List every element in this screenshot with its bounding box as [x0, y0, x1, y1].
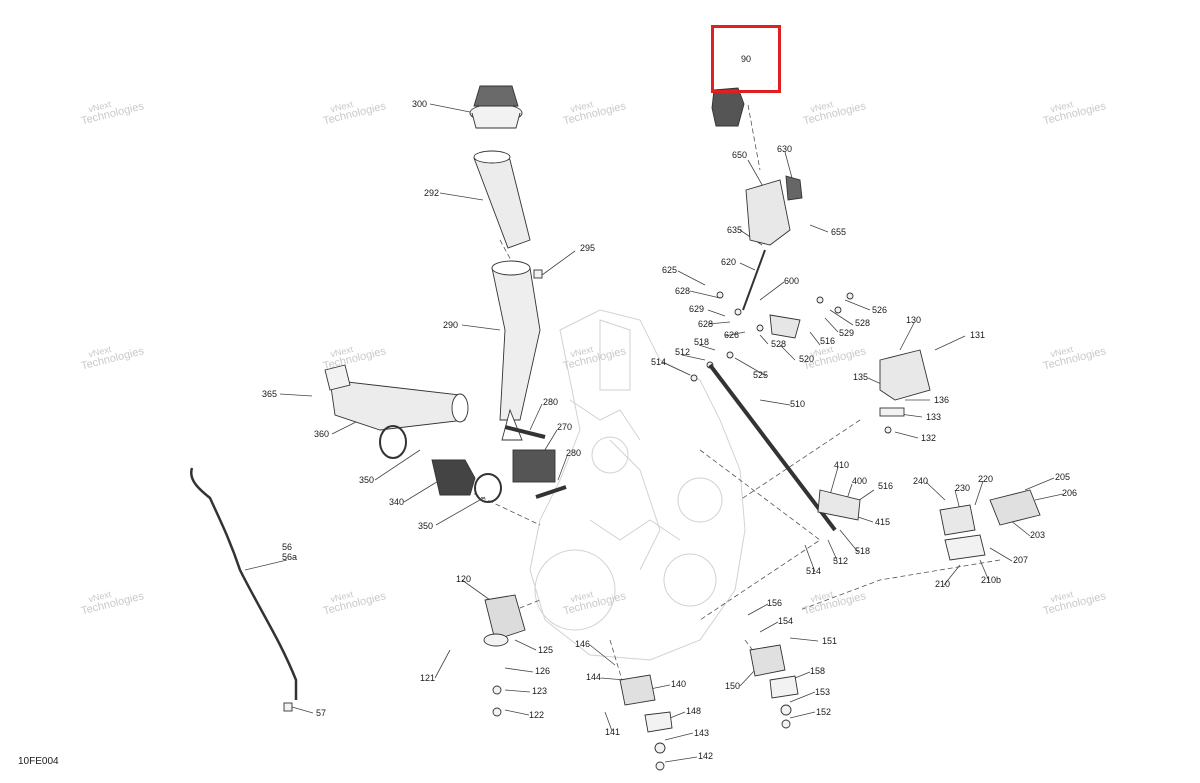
callout-label[interactable]: 148: [686, 706, 702, 716]
callout-label[interactable]: 516: [878, 481, 894, 491]
callout-label[interactable]: 512: [675, 347, 691, 357]
callout-label[interactable]: 626: [724, 330, 740, 340]
callout-label[interactable]: 121: [420, 673, 436, 683]
callout-label[interactable]: 230: [955, 483, 971, 493]
callout-label[interactable]: 528: [855, 318, 871, 328]
callout-label[interactable]: 350: [359, 475, 375, 485]
callout-label[interactable]: 125: [538, 645, 554, 655]
callout-label[interactable]: 625: [662, 265, 678, 275]
callout-label[interactable]: 360: [314, 429, 330, 439]
callout-label[interactable]: 132: [921, 433, 937, 443]
callout-label[interactable]: 655: [831, 227, 847, 237]
callout-label[interactable]: 280: [543, 397, 559, 407]
callout-label[interactable]: 56: [282, 542, 293, 552]
callout-label[interactable]: 203: [1030, 530, 1046, 540]
callout-label[interactable]: 220: [978, 474, 994, 484]
callout-label[interactable]: 122: [529, 710, 545, 720]
callout-label[interactable]: 152: [816, 707, 832, 717]
callout-label[interactable]: 630: [777, 144, 793, 154]
callout-label[interactable]: 156: [767, 598, 783, 608]
callout-label[interactable]: 210: [935, 579, 951, 589]
callout-label[interactable]: 120: [456, 574, 472, 584]
callout-label[interactable]: 516: [820, 336, 836, 346]
callout-label[interactable]: 146: [575, 639, 591, 649]
callout-label[interactable]: 290: [443, 320, 459, 330]
callout-label[interactable]: 207: [1013, 555, 1029, 565]
callout-label[interactable]: 292: [424, 188, 440, 198]
callout-label[interactable]: 415: [875, 517, 891, 527]
callout-label[interactable]: 135: [853, 372, 869, 382]
callout-label[interactable]: 518: [855, 546, 871, 556]
callout-label[interactable]: 600: [784, 276, 800, 286]
callout-label[interactable]: 144: [586, 672, 602, 682]
callout-label[interactable]: 240: [913, 476, 929, 486]
callout-label[interactable]: 340: [389, 497, 405, 507]
callout-label[interactable]: 158: [810, 666, 826, 676]
callout-label[interactable]: 126: [535, 666, 551, 676]
callout-label[interactable]: 514: [806, 566, 822, 576]
parts: [189, 85, 1041, 771]
callout-label[interactable]: 131: [970, 330, 986, 340]
callout-label[interactable]: 270: [557, 422, 573, 432]
callout-label[interactable]: 400: [852, 476, 868, 486]
callout-label[interactable]: 154: [778, 616, 794, 626]
callout-label[interactable]: 628: [675, 286, 691, 296]
callout-label[interactable]: 350: [418, 521, 434, 531]
callout-label[interactable]: 123: [532, 686, 548, 696]
callout-label[interactable]: 151: [822, 636, 838, 646]
callout-label[interactable]: 57: [316, 708, 327, 718]
callout-label[interactable]: 518: [694, 337, 710, 347]
highlight-box-part-90[interactable]: [711, 25, 781, 93]
callout-label[interactable]: 514: [651, 357, 667, 367]
callout-label[interactable]: 150: [725, 681, 741, 691]
assembly-lines: [444, 104, 1001, 691]
diagram-code: 10FE004: [18, 756, 59, 767]
callout-label[interactable]: 528: [771, 339, 787, 349]
callout-label[interactable]: 143: [694, 728, 710, 738]
callout-label[interactable]: 206: [1062, 488, 1078, 498]
callout-label[interactable]: 365: [262, 389, 278, 399]
callout-label[interactable]: 520: [799, 354, 815, 364]
callout-label[interactable]: 56a: [282, 552, 298, 562]
callout-label[interactable]: 526: [872, 305, 888, 315]
callout-label[interactable]: 620: [721, 257, 737, 267]
callout-label[interactable]: 140: [671, 679, 687, 689]
callout-label[interactable]: 210b: [981, 575, 1002, 585]
callout-label[interactable]: 280: [566, 448, 582, 458]
engine-block: [529, 309, 746, 661]
callout-label[interactable]: 153: [815, 687, 831, 697]
callout-label[interactable]: 205: [1055, 472, 1071, 482]
leader-lines: [244, 103, 1064, 763]
callout-label[interactable]: 525: [753, 370, 769, 380]
callout-label[interactable]: 529: [839, 328, 855, 338]
callout-label[interactable]: 133: [926, 412, 942, 422]
callout-label[interactable]: 142: [698, 751, 714, 761]
callout-label[interactable]: 300: [412, 99, 428, 109]
callout-label[interactable]: 90: [741, 54, 752, 64]
callout-label[interactable]: 141: [605, 727, 621, 737]
callout-label[interactable]: 410: [834, 460, 850, 470]
callout-label[interactable]: 510: [790, 399, 806, 409]
callout-label[interactable]: 512: [833, 556, 849, 566]
callout-label[interactable]: 628: [698, 319, 714, 329]
callout-label[interactable]: 629: [689, 304, 705, 314]
callout-label[interactable]: 295: [580, 243, 596, 253]
callout-label[interactable]: 650: [732, 150, 748, 160]
callout-label[interactable]: 136: [934, 395, 950, 405]
callout-label[interactable]: 130: [906, 315, 922, 325]
callout-label[interactable]: 635: [727, 225, 743, 235]
